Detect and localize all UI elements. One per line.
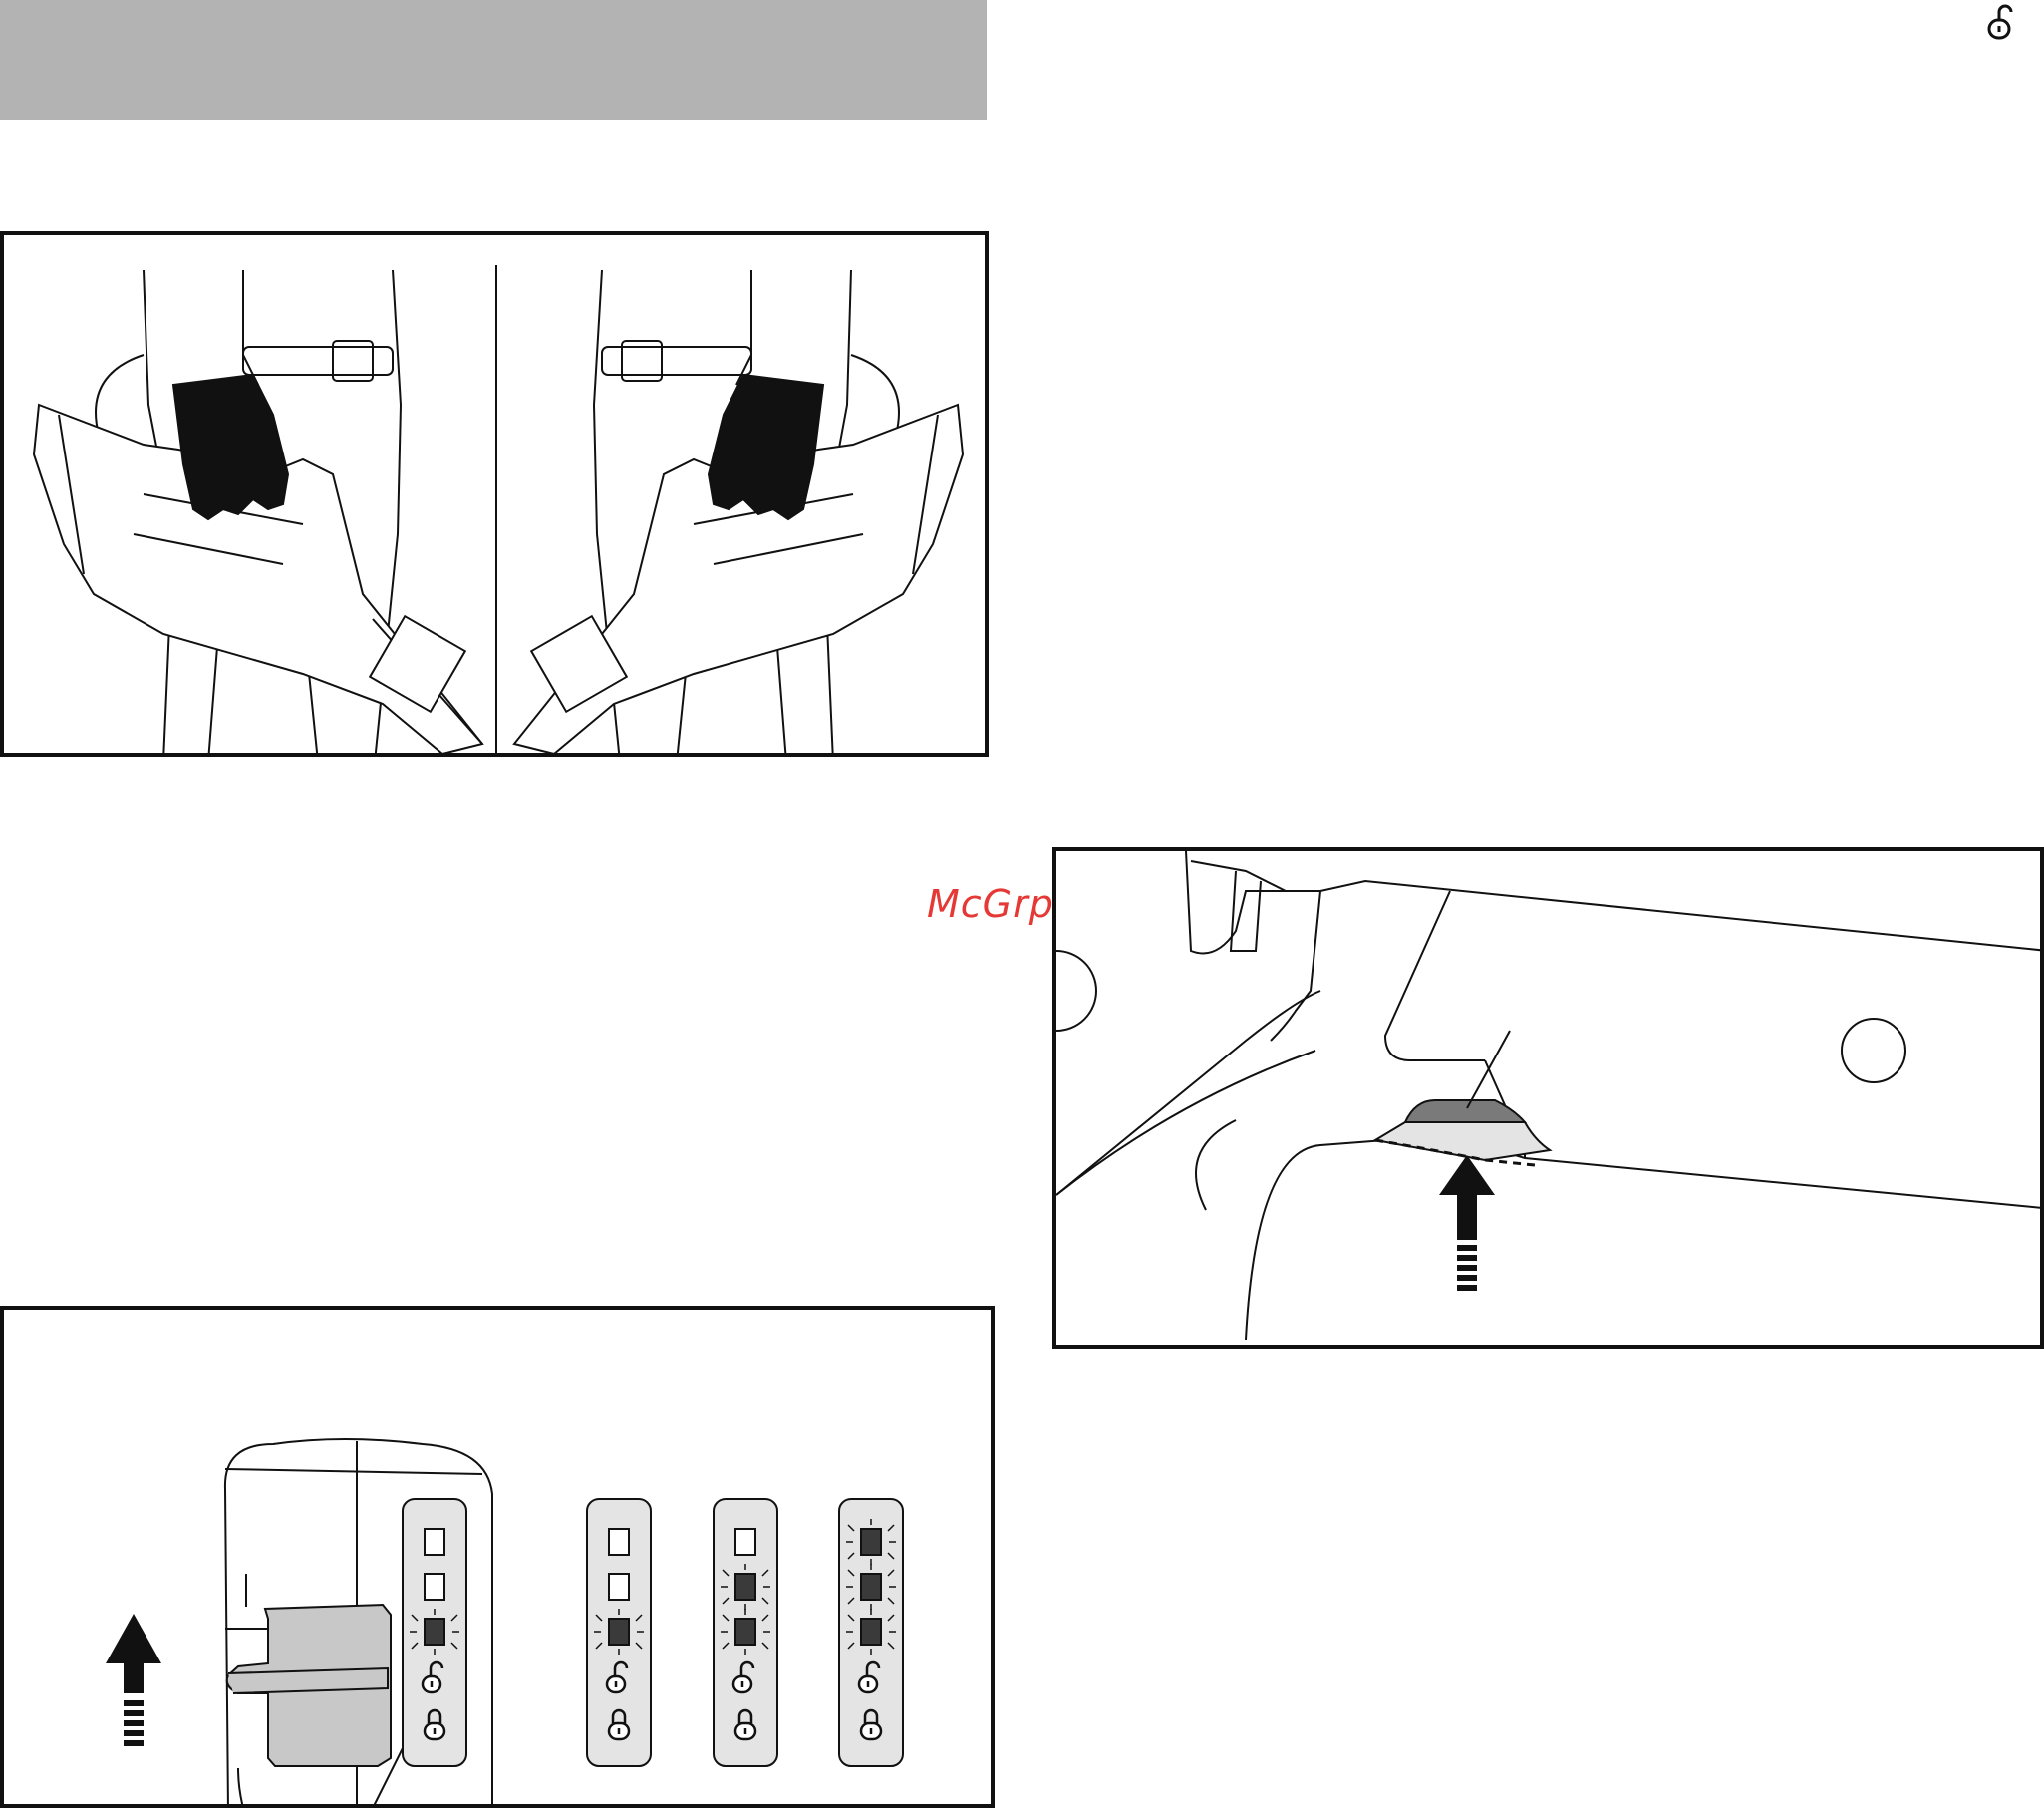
figure-release-button [1052, 847, 2044, 1349]
release-button-dark [1405, 1100, 1525, 1122]
right-glove-icon [709, 375, 823, 519]
led-indicator-icon [735, 1529, 755, 1555]
led-indicator-icon [609, 1574, 629, 1600]
led-panel-panel-1 [587, 1499, 651, 1766]
led-indicator-illustration [4, 1310, 995, 1808]
holding-trimmer-illustration [4, 235, 989, 757]
release-button-illustration [1056, 851, 2044, 1349]
figure-led-indicator [0, 1306, 995, 1808]
push-up-arrow-icon [106, 1614, 161, 1746]
led-indicator-icon [609, 1529, 629, 1555]
led-indicator-icon [425, 1574, 444, 1600]
led-indicator-icon [425, 1529, 444, 1555]
figure-holding-trimmer [0, 231, 989, 757]
led-panel-panel-2 [714, 1499, 777, 1766]
led-panel-panel-3 [839, 1499, 903, 1766]
led-panel-panel-device [403, 1499, 466, 1766]
section-header-bar [0, 0, 987, 120]
left-glove-icon [173, 375, 288, 519]
unlocked-padlock-icon [1983, 2, 2023, 42]
push-up-arrow-icon [1439, 1155, 1495, 1291]
